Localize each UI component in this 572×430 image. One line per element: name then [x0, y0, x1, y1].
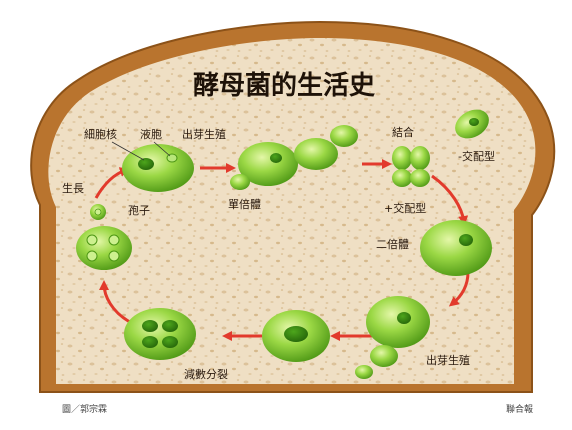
label-mating-type-minus: -交配型 [458, 149, 495, 163]
label-vacuole: 液胞 [140, 127, 162, 141]
label-meiosis: 減數分裂 [184, 367, 228, 381]
label-mating: 結合 [392, 125, 414, 139]
meiosis-cell-b [124, 308, 196, 360]
label-spore: 孢子 [128, 204, 150, 217]
label-nucleus: 細胞核 [84, 127, 117, 141]
meiosis-cell-a [262, 310, 330, 362]
label-budding-top: 出芽生殖 [182, 127, 226, 141]
label-haploid: 單倍體 [228, 197, 261, 211]
growing-spore [90, 204, 106, 220]
label-diploid: 二倍體 [376, 237, 409, 251]
budding-cell-top [122, 144, 194, 192]
spore-sac [76, 226, 132, 270]
label-growth: 生長 [62, 181, 84, 195]
credit-left: 圖／郭宗霖 [62, 403, 107, 415]
label-mating-type-plus: +交配型 [384, 201, 426, 215]
diagram-title: 酵母菌的生活史 [193, 70, 376, 101]
diploid-cell [420, 220, 492, 276]
credit-right: 聯合報 [506, 403, 533, 415]
label-budding-bottom: 出芽生殖 [426, 353, 470, 367]
